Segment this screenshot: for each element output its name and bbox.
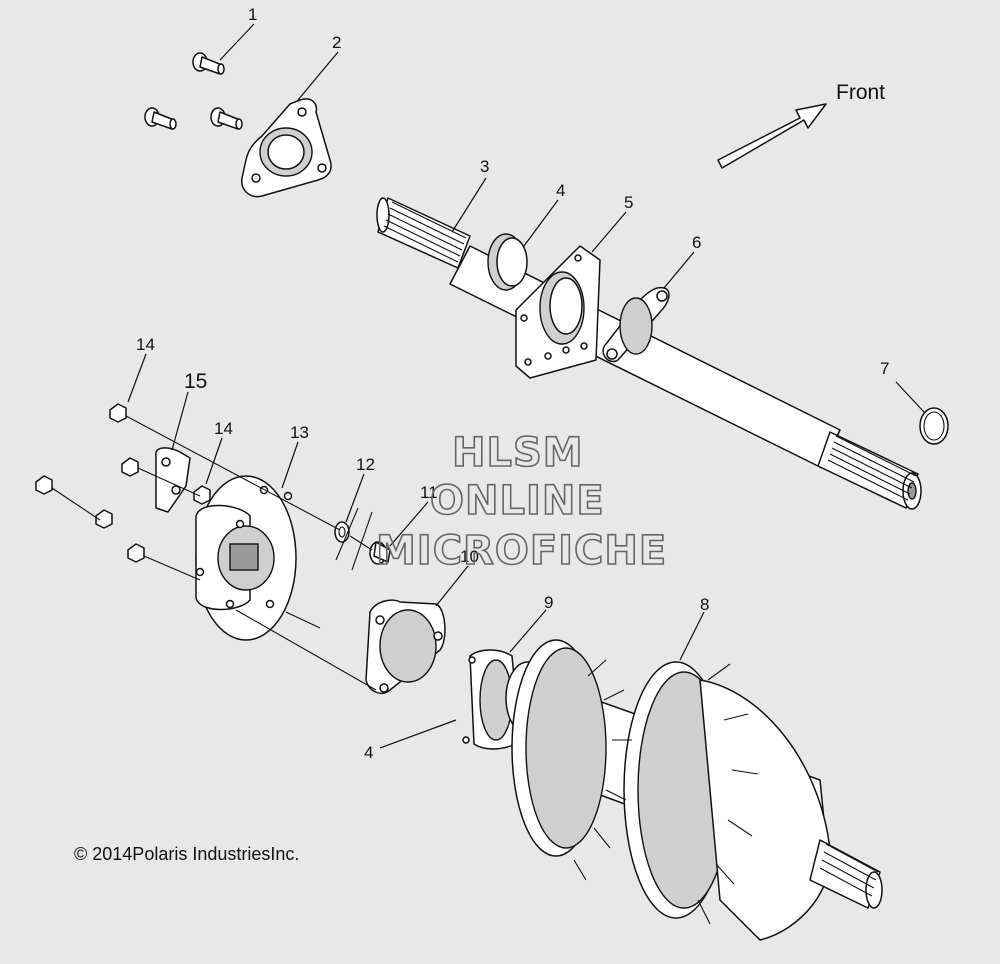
leader-lines — [127, 23, 925, 749]
callout-8: 8 — [700, 595, 709, 614]
watermark-line1: HLSM — [452, 430, 584, 476]
callout-15: 15 — [184, 370, 207, 393]
lock-tab-part — [155, 447, 191, 513]
callout-5: 5 — [624, 193, 633, 212]
watermark: HLSM ONLINE MICROFICHE — [375, 429, 667, 575]
rivet-parts — [144, 52, 243, 130]
o-ring-part — [919, 407, 949, 445]
watermark-line2: ONLINE — [430, 478, 605, 524]
callout-2: 2 — [332, 33, 341, 52]
callout-13: 13 — [290, 423, 309, 442]
gasket-plate-part — [365, 599, 446, 694]
callout-9: 9 — [544, 593, 553, 612]
front-direction-arrow: Front — [717, 81, 885, 169]
bearing-part-upper — [487, 233, 528, 291]
bolt-part — [369, 541, 391, 565]
callout-6: 6 — [692, 233, 701, 252]
callout-12: 12 — [356, 455, 375, 474]
drive-sprocket-assembly-part — [511, 639, 883, 941]
front-label: Front — [836, 81, 885, 104]
flange-plate-part — [241, 98, 332, 198]
callout-14-top: 14 — [136, 335, 155, 354]
gasket-part — [602, 286, 670, 363]
callout-7: 7 — [880, 359, 889, 378]
callout-14-mid: 14 — [214, 419, 233, 438]
assembly-lines — [51, 415, 377, 691]
callout-4-lower: 4 — [364, 743, 373, 762]
nut-parts — [35, 403, 211, 563]
callout-labels: 1 2 3 4 5 6 7 14 15 14 13 12 11 10 9 8 4 — [136, 5, 889, 762]
watermark-line3: MICROFICHE — [376, 528, 667, 574]
callout-3: 3 — [480, 157, 489, 176]
hub-housing-part — [195, 475, 297, 641]
callout-10: 10 — [460, 547, 479, 566]
callout-4-upper: 4 — [556, 181, 565, 200]
bearing-flange-part — [515, 245, 601, 379]
callout-11: 11 — [420, 483, 438, 502]
callout-1: 1 — [248, 5, 257, 24]
copyright-text: © 2014Polaris IndustriesInc. — [74, 844, 299, 864]
washer-part — [334, 521, 350, 543]
